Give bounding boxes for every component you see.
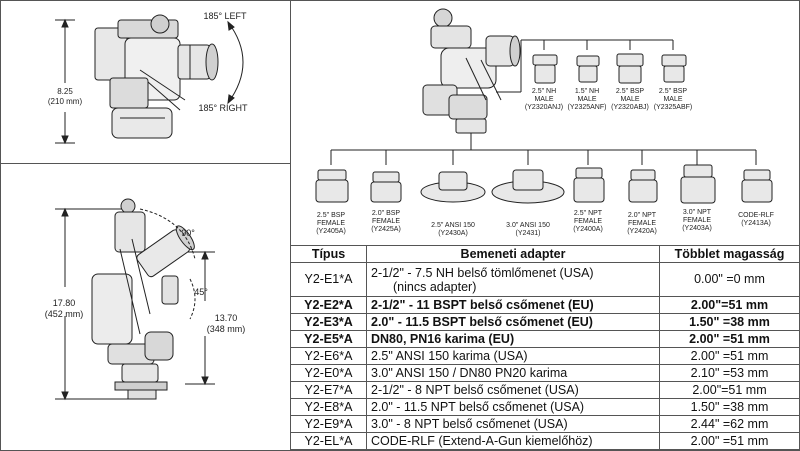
table-row: Y2-E3*A 2.0" - 11.5 BSPT belső csőmenet … [290,313,800,331]
adapter-cell: 3.0" ANSI 150 / DN80 PN20 karima [366,364,660,382]
type-cell: Y2-E2*A [290,296,367,314]
inner-height-dimension: 13.70 (348 mm) [206,313,246,334]
adapter-cell: 2.5" ANSI 150 karima (USA) [366,347,660,365]
side-view-drawing [55,198,215,401]
table-row: Y2-E6*A 2.5" ANSI 150 karima (USA) 2.00"… [290,347,800,365]
column-divider [290,0,291,451]
type-cell: Y2-E1*A [290,262,367,297]
extra-height-cell: 2.00"=51 mm [659,381,800,399]
type-cell: Y2-EL*A [290,432,367,450]
header-type: Típus [290,245,367,263]
overall-height-dimension: 17.80 (452 mm) [44,298,84,319]
extra-height-cell: 2.44" =62 mm [659,415,800,433]
header-adapter: Bemeneti adapter [366,245,660,263]
table-header-row: Típus Bemeneti adapter Többlet magasság [290,245,800,263]
type-cell: Y2-E9*A [290,415,367,433]
extra-height-cell: 1.50" =38 mm [659,398,800,416]
type-cell: Y2-E8*A [290,398,367,416]
top-view-drawing [55,14,244,145]
header-extra-height: Többlet magasság [659,245,800,263]
left-panel-divider [0,163,290,164]
adapters-diagram [315,8,773,204]
adapter-cell: DN80, PN16 karima (EU) [366,330,660,348]
adapter-cell: 2.0" - 11.5 NPT belső csőmenet (USA) [366,398,660,416]
type-cell: Y2-E7*A [290,381,367,399]
type-cell: Y2-E6*A [290,347,367,365]
table-row: Y2-E1*A 2-1/2" - 7.5 NH belső tömlőmenet… [290,262,800,297]
adapter-cell: CODE-RLF (Extend-A-Gun kiemelőhöz) [366,432,660,450]
table-row: Y2-E7*A 2-1/2" - 8 NPT belső csőmenet (U… [290,381,800,399]
extra-height-cell: 1.50" =38 mm [659,313,800,331]
extra-height-cell: 0.00" =0 mm [659,262,800,297]
rotation-right-label: 185° RIGHT [198,103,248,113]
type-cell: Y2-E3*A [290,313,367,331]
extra-height-cell: 2.00" =51 mm [659,347,800,365]
adapter-spec-table: Típus Bemeneti adapter Többlet magasság … [290,245,800,450]
female-adapter-label: 2.5" ANSI 150(Y2430A) [431,222,475,237]
adapter-cell: 2-1/2" - 11 BSPT belső csőmenet (EU) [366,296,660,314]
extra-height-cell: 2.00" =51 mm [659,432,800,450]
angle-90-label: 90° [181,228,195,238]
adapter-cell: 2-1/2" - 8 NPT belső csőmenet (USA) [366,381,660,399]
rotation-left-label: 185° LEFT [203,11,247,21]
female-adapter-label: CODE-RLF(Y2413A) [738,212,774,227]
female-adapter-label: 3.0" ANSI 150(Y2431) [506,222,550,237]
table-row: Y2-EL*A CODE-RLF (Extend-A-Gun kiemelőhö… [290,432,800,450]
type-cell: Y2-E0*A [290,364,367,382]
extra-height-cell: 2.00"=51 mm [659,296,800,314]
extra-height-cell: 2.00" =51 mm [659,330,800,348]
table-row: Y2-E5*A DN80, PN16 karima (EU) 2.00" =51… [290,330,800,348]
adapter-cell: 2.0" - 11.5 BSPT belső csőmenet (EU) [366,313,660,331]
table-row: Y2-E8*A 2.0" - 11.5 NPT belső csőmenet (… [290,398,800,416]
adapter-cell: 2-1/2" - 7.5 NH belső tömlőmenet (USA) (… [366,262,660,297]
adapter-cell: 3.0" - 8 NPT belső csőmenet (USA) [366,415,660,433]
table-row: Y2-E2*A 2-1/2" - 11 BSPT belső csőmenet … [290,296,800,314]
height-dimension: 8.25 (210 mm) [47,87,83,106]
type-cell: Y2-E5*A [290,330,367,348]
extra-height-cell: 2.10" =53 mm [659,364,800,382]
table-row: Y2-E9*A 3.0" - 8 NPT belső csőmenet (USA… [290,415,800,433]
table-row: Y2-E0*A 3.0" ANSI 150 / DN80 PN20 karima… [290,364,800,382]
angle-45-label: 45° [194,287,208,297]
